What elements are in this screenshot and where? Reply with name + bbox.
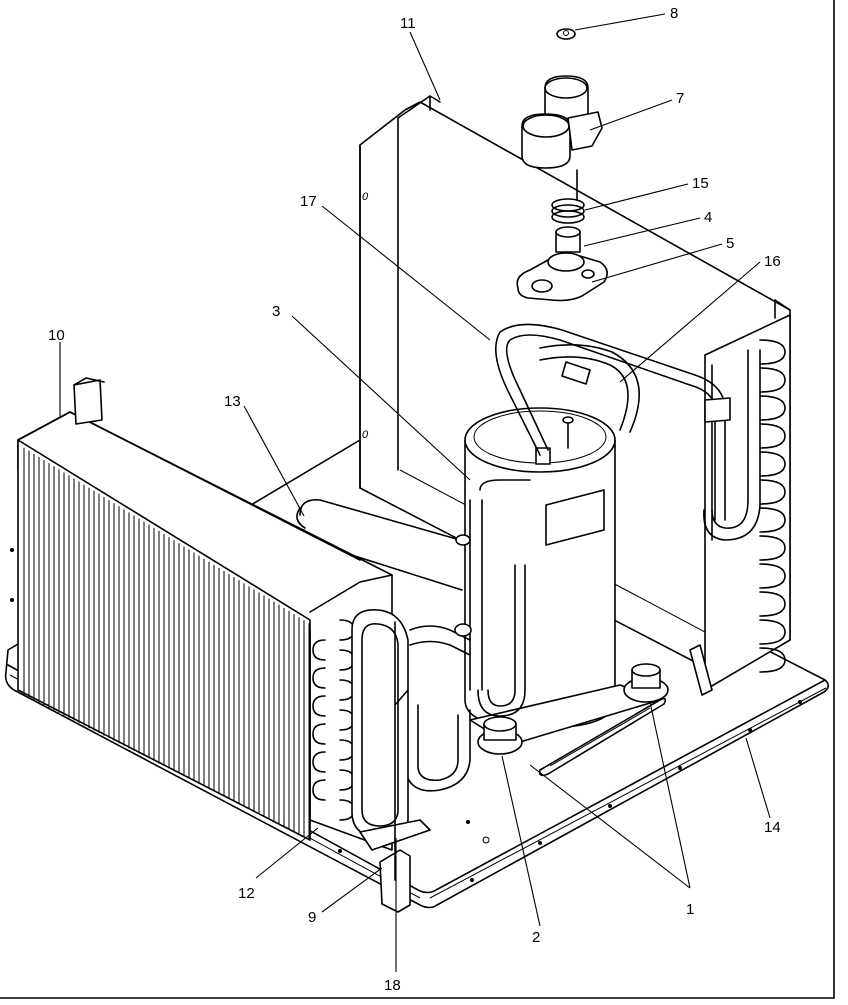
callout-13: 13 (224, 393, 241, 410)
callout-5: 5 (726, 235, 734, 252)
callout-18: 18 (384, 977, 401, 994)
callout-17: 17 (300, 193, 317, 210)
callout-7: 7 (676, 90, 684, 107)
fan-motor-assembly (516, 28, 608, 302)
callout-4: 4 (704, 209, 712, 226)
leader-lines (59, 13, 771, 972)
callout-9: 9 (308, 909, 316, 926)
coil-bracket (351, 609, 431, 881)
refrigerant-tubing (296, 323, 731, 792)
callout-15: 15 (692, 175, 709, 192)
svg-text:0: 0 (362, 429, 369, 441)
callout-14: 14 (764, 819, 781, 836)
callout-1: 1 (686, 901, 694, 918)
callout-12: 12 (238, 885, 255, 902)
callout-10: 10 (48, 327, 65, 344)
callout-3: 3 (272, 303, 280, 320)
callout-16: 16 (764, 253, 781, 270)
compressor-mounts (477, 663, 669, 755)
callout-8: 8 (670, 5, 678, 22)
evaporator-coil (689, 314, 791, 696)
callout-11: 11 (400, 15, 416, 32)
svg-text:0: 0 (362, 191, 369, 203)
condenser-coil (10, 377, 393, 851)
callout-2: 2 (532, 929, 540, 946)
